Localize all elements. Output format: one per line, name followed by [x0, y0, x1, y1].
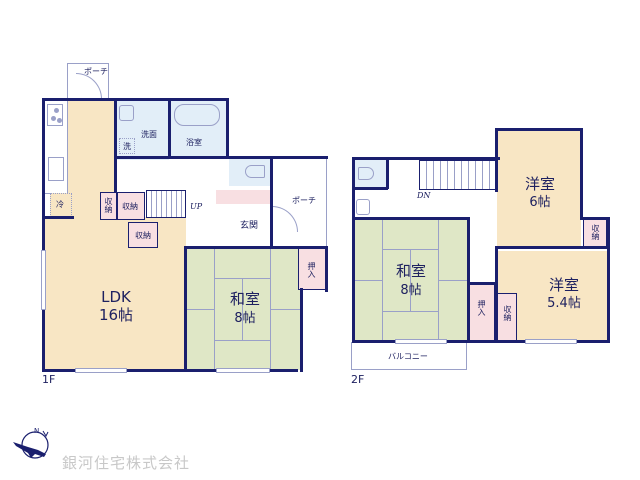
stairs-up-label: UP: [190, 202, 203, 211]
wall: [580, 128, 583, 220]
window[interactable]: [525, 339, 577, 344]
washitsu-1f-name: 和室: [229, 290, 260, 308]
wall: [607, 217, 610, 343]
wall: [495, 246, 610, 249]
wall: [352, 340, 610, 343]
bathtub-icon: [174, 104, 220, 126]
wall: [300, 288, 303, 372]
wall: [114, 98, 117, 192]
kitchen-area: [66, 100, 116, 194]
room-ldk: [44, 217, 186, 370]
toilet-icon: [245, 165, 265, 178]
oshiire-1f-label: 押入: [307, 262, 316, 278]
wall: [352, 217, 470, 220]
wall: [352, 157, 355, 343]
wall: [114, 156, 228, 159]
stairs-1f[interactable]: [146, 190, 186, 218]
washer-space: [119, 138, 135, 154]
wall: [184, 246, 187, 370]
stove-icon: [47, 104, 63, 126]
compass-bird-icon: [13, 430, 49, 459]
wall: [226, 156, 328, 159]
sink-icon: [48, 157, 64, 181]
storage-c: [128, 222, 158, 248]
porch-side-label: ポーチ: [292, 196, 316, 205]
wall: [467, 217, 470, 343]
ldk-upper: [72, 193, 102, 219]
hand-basin-2f: [356, 199, 370, 215]
yoshitsu-5-4-name: 洋室: [548, 276, 579, 294]
washitsu-2f-size: 8帖: [400, 283, 422, 298]
storage-a-label: 収納: [104, 197, 113, 213]
oshiire-1f: [298, 248, 326, 290]
oshiire-2f: [469, 284, 495, 341]
porch-side: [272, 157, 327, 247]
balcony-label: バルコニー: [388, 352, 428, 361]
wall: [226, 98, 229, 158]
stairs-2f[interactable]: [419, 160, 497, 190]
storage-b: [117, 192, 145, 220]
compass-north: N: [34, 427, 40, 435]
wall: [44, 216, 74, 219]
yoshitsu-6-size: 6帖: [529, 195, 551, 210]
window[interactable]: [41, 250, 46, 310]
window[interactable]: [216, 368, 270, 373]
wall: [168, 98, 171, 158]
wall: [42, 369, 298, 372]
wall: [325, 246, 328, 292]
wash-basin-icon: [119, 105, 134, 121]
storage-b-label: 収納: [122, 202, 138, 211]
entrance-step: [216, 190, 272, 204]
storage-c-label: 収納: [135, 231, 151, 240]
washroom-label: 洗面: [141, 130, 157, 139]
yoshitsu-5-4-size: 5.4帖: [547, 296, 581, 311]
wall: [352, 187, 388, 190]
wall: [495, 246, 498, 343]
tatami-lines-2f: [354, 219, 468, 341]
floor-2-label: 2F: [351, 373, 365, 386]
wall: [580, 217, 610, 220]
window[interactable]: [75, 368, 127, 373]
floor-1-label: 1F: [42, 373, 56, 386]
storage-a: [100, 192, 117, 220]
ldk-size: 16帖: [98, 306, 134, 324]
room-entrance: [226, 204, 272, 246]
yoshitsu-6-name: 洋室: [524, 175, 555, 193]
wall: [495, 128, 498, 192]
wall: [270, 156, 273, 248]
wall: [386, 157, 389, 189]
washer-label: 洗: [123, 142, 131, 151]
toilet-2f-icon: [358, 167, 374, 180]
wall: [467, 282, 497, 285]
fridge-label: 冷: [56, 200, 64, 209]
wall: [184, 246, 328, 249]
company-name: 銀河住宅株式会社: [62, 454, 191, 472]
wall: [42, 98, 45, 372]
storage-2f-a-label: 収納: [591, 224, 600, 240]
storage-2f-b-label-2: 収納: [503, 305, 512, 321]
washitsu-2f-name: 和室: [395, 262, 426, 280]
wall: [495, 128, 583, 131]
room-washroom: [116, 100, 169, 160]
balcony: [351, 342, 467, 370]
bath-label: 浴室: [186, 138, 202, 147]
porch-top-label: ポーチ: [84, 67, 108, 76]
stairs-down-label: DN: [417, 191, 431, 200]
washitsu-1f-size: 8帖: [234, 311, 256, 326]
wall: [352, 157, 500, 160]
oshiire-2f-label: 押入: [477, 300, 486, 316]
window[interactable]: [395, 339, 447, 344]
room-yoshitsu-6: [497, 131, 581, 247]
tatami-lines: [186, 248, 300, 370]
ldk-name: LDK: [101, 288, 131, 306]
entrance-label: 玄関: [240, 221, 259, 231]
wall: [42, 98, 228, 101]
